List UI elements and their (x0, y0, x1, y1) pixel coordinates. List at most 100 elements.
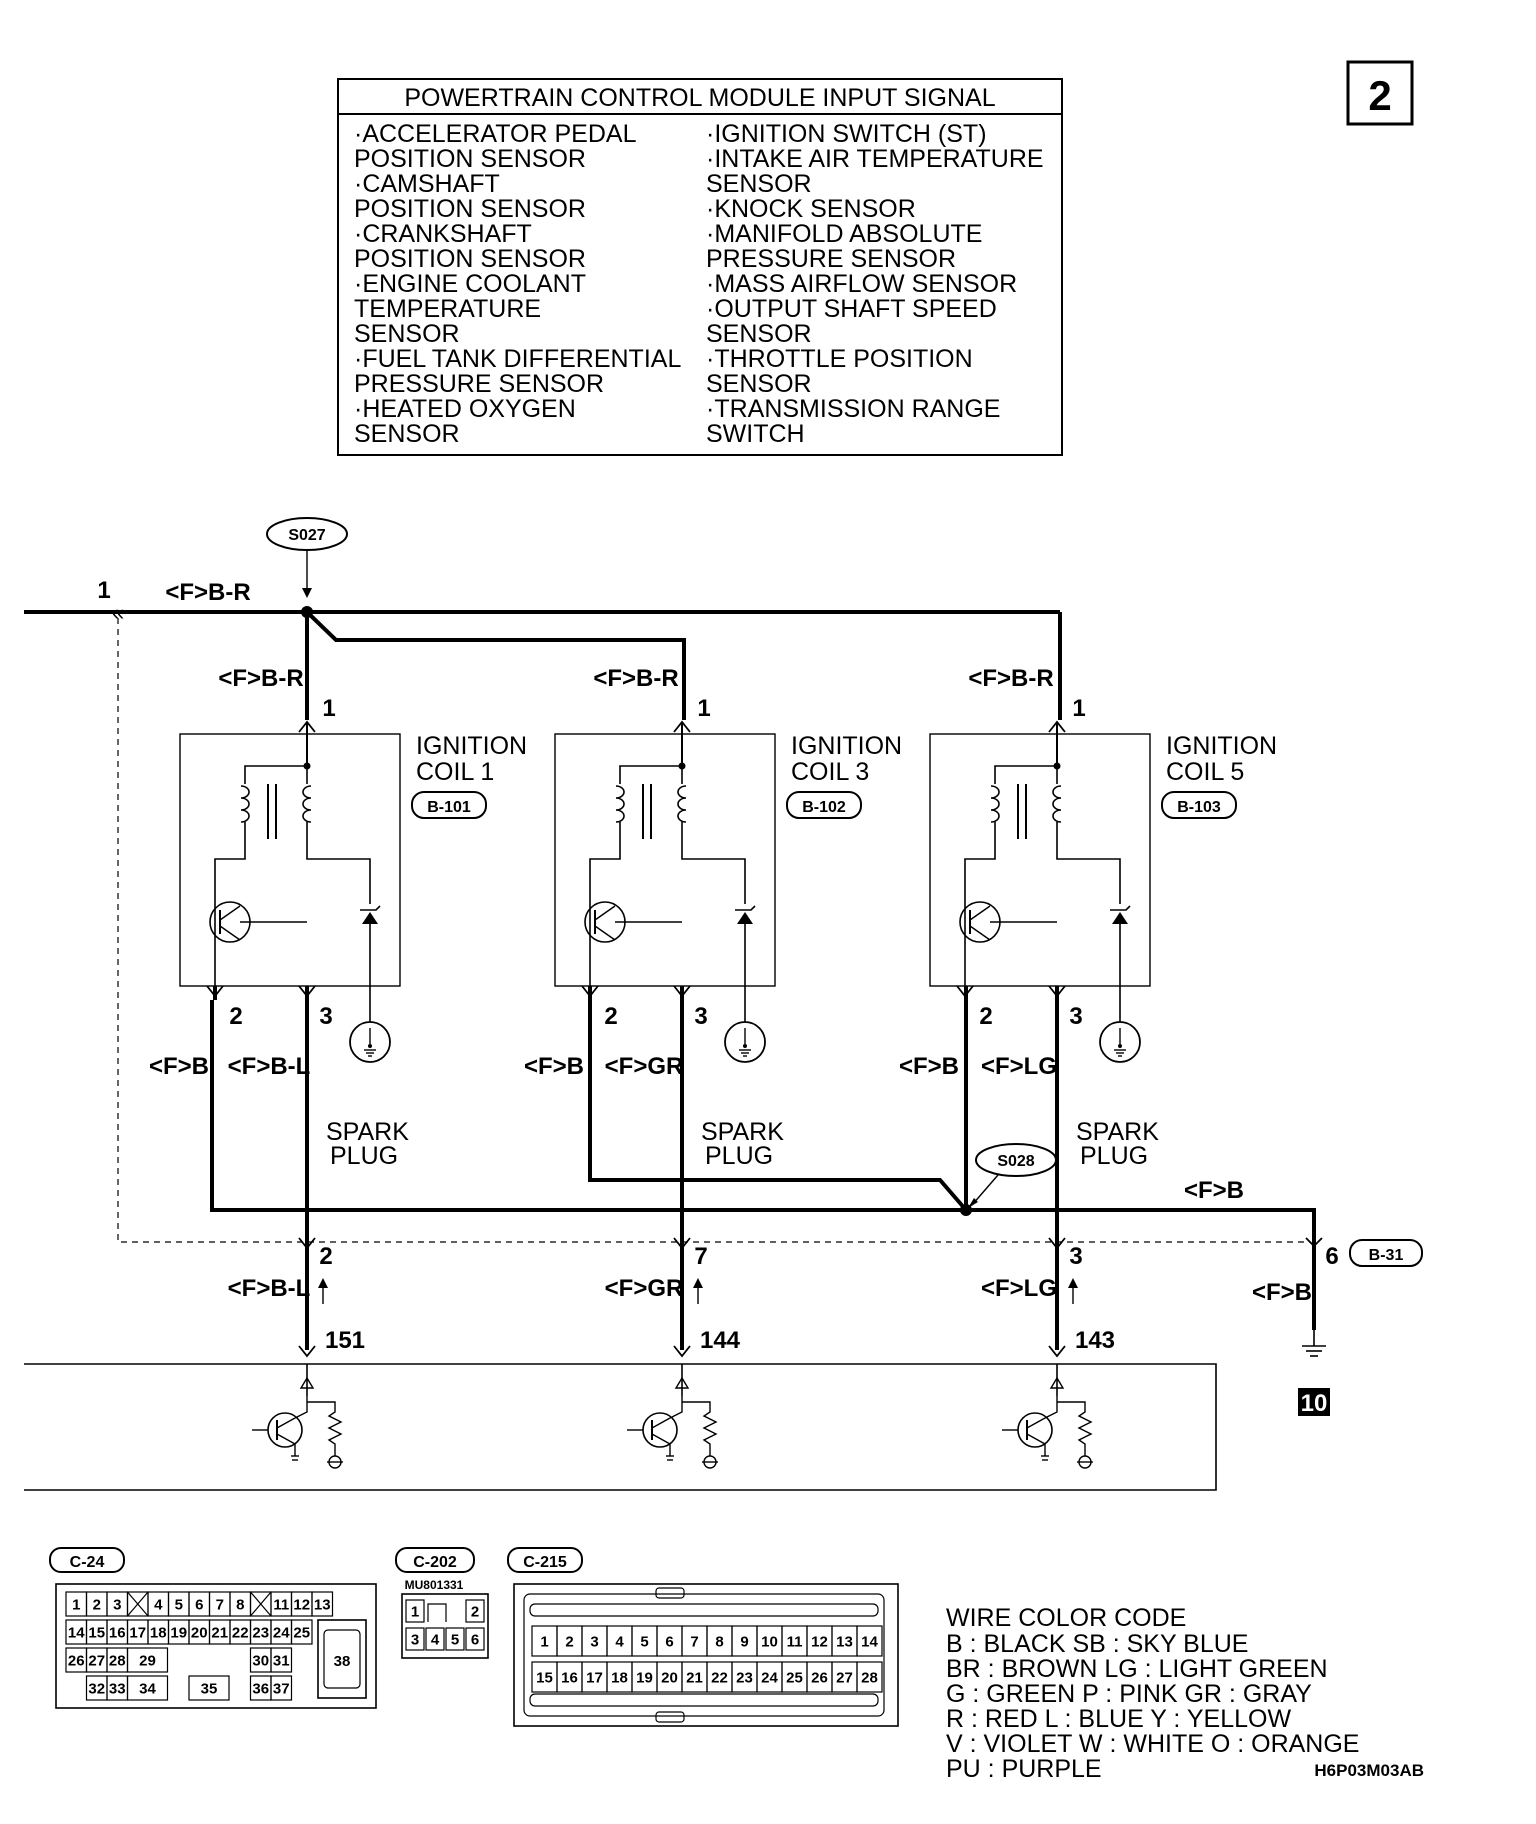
connector-c24-pin: 38 (334, 1653, 351, 1670)
connector-pin: 29 (139, 1653, 156, 1670)
spark-plug-icon (1099, 985, 1141, 1063)
ground-connector-label: B-31 (1369, 1247, 1404, 1264)
pcm-driver-transistor-icon (251, 1363, 344, 1469)
connector-pin: 35 (201, 1681, 218, 1698)
connector-pin: 11 (787, 1634, 803, 1651)
signal-item: PRESSURE SENSOR (706, 245, 956, 273)
connector-pin: 11 (273, 1597, 289, 1614)
coil-supply-wire-label: <F>B-R (593, 665, 678, 692)
signal-item: ·THROTTLE POSITION (706, 345, 973, 373)
coil-title: COIL 5 (1166, 758, 1244, 786)
main-bus-wire-label: <F>B-R (165, 579, 250, 606)
pcm-wire-label: <F>B-L (228, 1275, 311, 1302)
connector-pin: 21 (211, 1625, 228, 1642)
spark-plug-label: SPARK (701, 1118, 784, 1146)
coil-box (929, 733, 1151, 987)
connector-pin: 2 (93, 1597, 101, 1614)
coil-ground-wire-label: <F>B (899, 1053, 959, 1080)
connector-pin: 4 (431, 1632, 440, 1649)
color-code-line: G : GREEN P : PINK GR : GRAY (946, 1680, 1312, 1708)
coil-pin-3: 3 (1069, 1003, 1082, 1030)
connector-pin: 37 (273, 1681, 290, 1698)
connector-pin: 2 (471, 1604, 479, 1621)
ground-pin: 6 (1325, 1243, 1338, 1270)
spark-plug-label: SPARK (1076, 1118, 1159, 1146)
connector-c202-label: C-202 (413, 1554, 457, 1571)
coil-title: COIL 3 (791, 758, 869, 786)
coil3-ground-wire (588, 1000, 968, 1212)
splice-s027-label: S027 (288, 527, 325, 544)
connector-pin: 28 (861, 1670, 878, 1687)
coil-pin-2: 2 (979, 1003, 992, 1030)
coil-title: IGNITION (791, 732, 902, 760)
connector-pin: 23 (252, 1625, 269, 1642)
signal-item: SENSOR (706, 370, 812, 398)
pcm-driver-transistor-icon (1001, 1363, 1094, 1469)
signal-item: TEMPERATURE (354, 295, 541, 323)
connector-pin: 4 (615, 1634, 624, 1651)
coil-connector-badge (786, 791, 862, 819)
connector-pin: 27 (836, 1670, 853, 1687)
connector-c202-part: MU801331 (405, 1578, 464, 1592)
connector-pin: 28 (109, 1653, 126, 1670)
pcm-wire-label: <F>GR (605, 1275, 684, 1302)
color-code-line: B : BLACK SB : SKY BLUE (946, 1630, 1248, 1658)
pcm-terminal: 143 (1075, 1327, 1115, 1354)
signal-list-right: ·IGNITION SWITCH (ST)·INTAKE AIR TEMPERA… (706, 120, 1044, 448)
signal-item: ·IGNITION SWITCH (ST) (706, 120, 987, 148)
connector-pin: 26 (811, 1670, 828, 1687)
connector-pin: 20 (191, 1625, 208, 1642)
connector-pin: 15 (88, 1625, 105, 1642)
connector-pin: 19 (170, 1625, 187, 1642)
spark-plug-label: PLUG (330, 1142, 398, 1170)
signal-item: ·CRANKSHAFT (354, 220, 532, 248)
signal-item: POSITION SENSOR (354, 245, 586, 273)
connector-pin: 17 (129, 1625, 146, 1642)
connector-pin: 9 (740, 1634, 748, 1651)
connector-pin: 18 (150, 1625, 167, 1642)
connector-pin: 22 (232, 1625, 249, 1642)
connector-pin: 32 (88, 1681, 105, 1698)
bus-break-mark: « (112, 600, 124, 625)
signal-item: ·FUEL TANK DIFFERENTIAL (354, 345, 681, 373)
spark-plug-icon (724, 985, 766, 1063)
color-code-title: WIRE COLOR CODE (946, 1604, 1186, 1632)
connector-pin: 12 (811, 1634, 828, 1651)
connector-pin: 20 (661, 1670, 678, 1687)
coil-title: COIL 1 (416, 758, 494, 786)
connector-pin: 14 (861, 1634, 878, 1651)
coil-schematic-icon (959, 721, 1131, 987)
signal-box (337, 78, 1063, 456)
coil-pin-2: 2 (229, 1003, 242, 1030)
signal-item: SENSOR (354, 420, 460, 448)
coil-title: IGNITION (1166, 732, 1277, 760)
coil-supply-pin: 1 (322, 695, 335, 722)
coil-title: IGNITION (416, 732, 527, 760)
signal-item: ·MASS AIRFLOW SENSOR (706, 270, 1017, 298)
color-code-line: PU : PURPLE (946, 1755, 1102, 1783)
signal-item: POSITION SENSOR (354, 195, 586, 223)
coil-supply-wire-label: <F>B-R (968, 665, 1053, 692)
coil-supply-wire-label: <F>B-R (218, 665, 303, 692)
connector-pin: 5 (451, 1632, 459, 1649)
coil-pin-2: 2 (604, 1003, 617, 1030)
signal-list-left: ·ACCELERATOR PEDAL POSITION SENSOR·CAMSH… (354, 120, 681, 448)
connector-pin: 27 (88, 1653, 105, 1670)
connector-pin: 13 (314, 1597, 331, 1614)
connector-pin: 15 (536, 1670, 553, 1687)
connector-pin: 17 (586, 1670, 603, 1687)
coil-connector-badge (1161, 791, 1237, 819)
connector-pin: 25 (293, 1625, 310, 1642)
connector-pin: 6 (471, 1632, 479, 1649)
connector-pin: 10 (761, 1634, 778, 1651)
color-code-line: BR : BROWN LG : LIGHT GREEN (946, 1655, 1328, 1683)
coil-signal-wire-label: <F>B-L (228, 1053, 311, 1080)
spark-plug-label: PLUG (705, 1142, 773, 1170)
signal-box-title: POWERTRAIN CONTROL MODULE INPUT SIGNAL (404, 84, 995, 112)
signal-item: ·TRANSMISSION RANGE (706, 395, 1000, 423)
coil-box (554, 733, 776, 987)
connector-pin: 23 (736, 1670, 753, 1687)
